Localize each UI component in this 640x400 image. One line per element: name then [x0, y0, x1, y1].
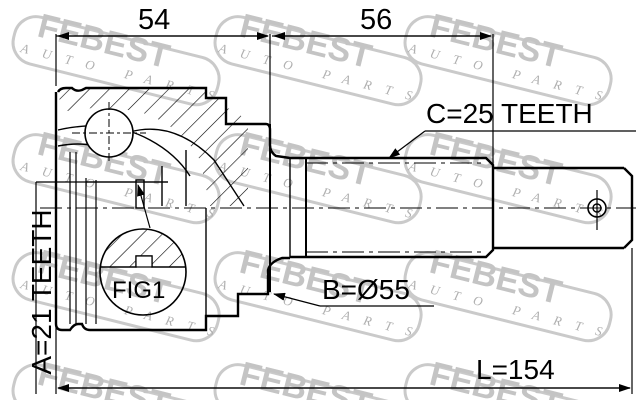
label-b-diameter: B=Ø55	[322, 274, 410, 305]
dimension-stub-length: 56	[360, 4, 393, 36]
label-total-length: L=154	[476, 354, 555, 385]
shaft-stub	[289, 156, 634, 259]
dimension-outer-length: 54	[138, 4, 171, 36]
fig1-label: FIG1	[112, 277, 166, 304]
outer-housing	[54, 86, 291, 332]
label-c-spline: C=25 TEETH	[426, 98, 593, 129]
label-a-spline: A=21 TEETH	[26, 209, 57, 375]
